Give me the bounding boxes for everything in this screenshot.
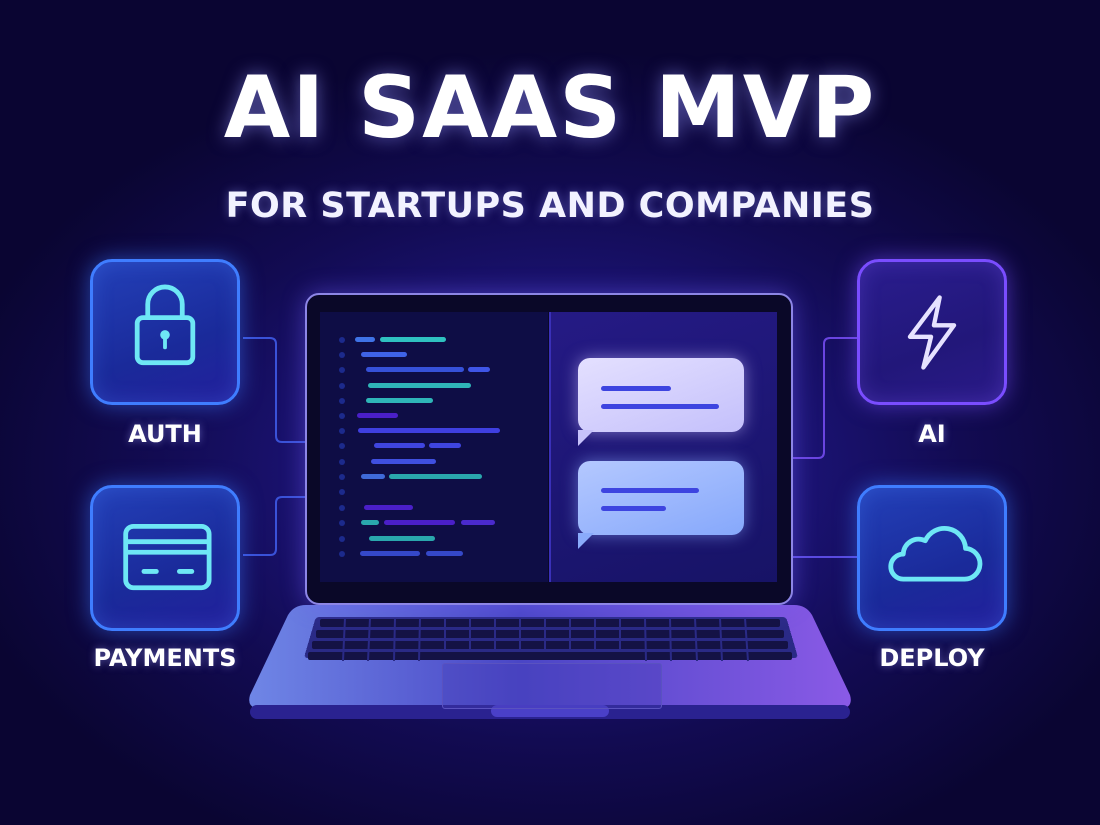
chat-bubble-2 (578, 461, 744, 549)
feature-tile-auth[interactable] (90, 259, 240, 405)
feature-tile-payments[interactable] (90, 485, 240, 631)
feature-tile-deploy[interactable] (857, 485, 1007, 631)
keyboard (303, 616, 799, 659)
feature-label-auth: AUTH (128, 420, 202, 448)
feature-tile-ai[interactable] (857, 259, 1007, 405)
feature-label-ai: AI (918, 420, 946, 448)
feature-label-payments: PAYMENTS (93, 644, 237, 672)
pane-divider (549, 312, 551, 582)
hero-subtitle: FOR STARTUPS AND COMPANIES (225, 186, 875, 226)
feature-label-deploy: DEPLOY (879, 644, 985, 672)
lightning-bolt-icon (907, 295, 957, 370)
chat-bubble-1 (578, 358, 744, 446)
cloud-icon (888, 526, 983, 582)
hero-title: AI SAAS MVP (223, 58, 877, 158)
credit-card-icon (123, 523, 212, 591)
lock-icon (134, 284, 196, 366)
trackpad (442, 663, 662, 709)
